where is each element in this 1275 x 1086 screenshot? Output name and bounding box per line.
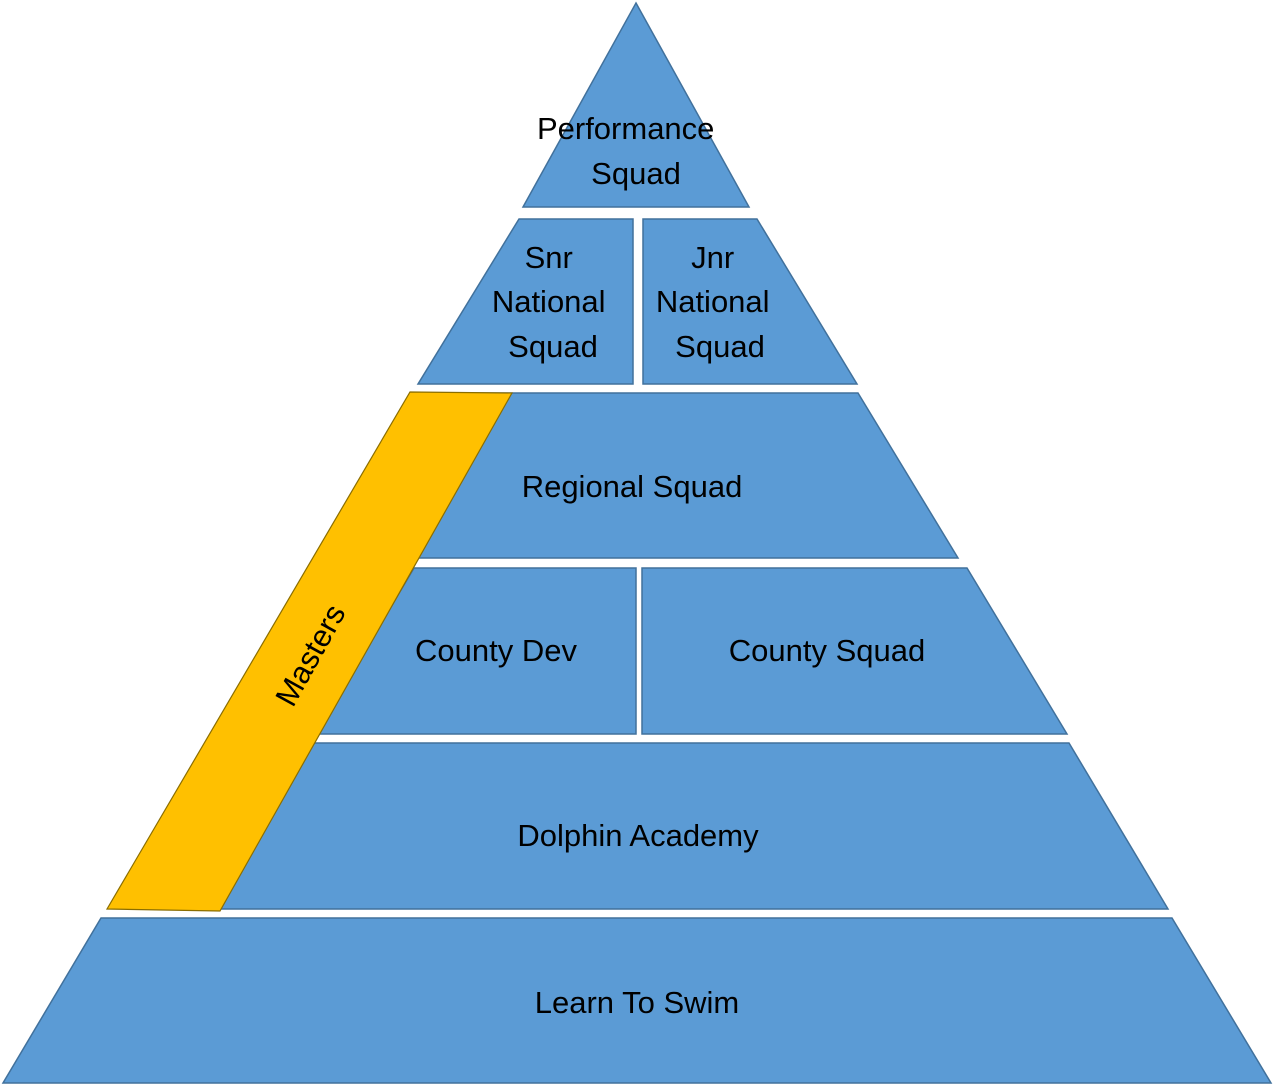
masters-band-group: Masters [105,391,514,912]
tier-jnr-national-line-3: Squad [675,329,765,364]
tier-snr-national-line-1: Snr [525,240,573,275]
tier-learn-to-swim-line-1: Learn To Swim [535,985,739,1020]
tier-county-squad: County Squad [641,567,1069,735]
tier-snr-national-line-2: National [492,284,606,319]
tier-regional-label: Regional Squad [522,469,743,504]
tier-county-dev-label: County Dev [415,633,577,668]
tier-regional-squad: Regional Squad [411,392,960,559]
tier-dolphin-academy: Dolphin Academy [204,742,1170,910]
tier-performance-line-2: Squad [591,156,681,191]
tier-snr-national-label: Snr National Squad [492,240,614,364]
tier-snr-national-shape [416,218,634,385]
tier-performance-squad: Performance Squad [521,1,751,208]
tier-snr-national-squad: Snr National Squad [416,218,634,385]
tier-performance-label: Performance Squad [537,111,723,191]
tier-county-dev-line-1: County Dev [415,633,577,668]
tier-jnr-national-line-1: Jnr [691,240,734,275]
tier-learn-to-swim: Learn To Swim [1,917,1273,1084]
tier-learn-to-swim-label: Learn To Swim [535,985,739,1020]
tier-performance-shape [521,1,751,208]
tier-jnr-national-squad: Jnr National Squad [642,218,859,385]
tier-jnr-national-label: Jnr National Squad [656,240,778,364]
tier-dolphin-academy-label: Dolphin Academy [517,818,759,853]
tier-county-squad-label: County Squad [729,633,925,668]
tier-jnr-national-line-2: National [656,284,770,319]
tier-county-squad-line-1: County Squad [729,633,925,668]
tier-snr-national-line-3: Squad [508,329,598,364]
tier-performance-line-1: Performance [537,111,714,146]
tier-dolphin-academy-line-1: Dolphin Academy [517,818,759,853]
tier-jnr-national-shape [642,218,859,385]
masters-band [105,391,514,912]
tier-regional-line-1: Regional Squad [522,469,743,504]
tier-county-squad-shape [641,567,1069,735]
tier-learn-to-swim-shape [1,917,1273,1084]
